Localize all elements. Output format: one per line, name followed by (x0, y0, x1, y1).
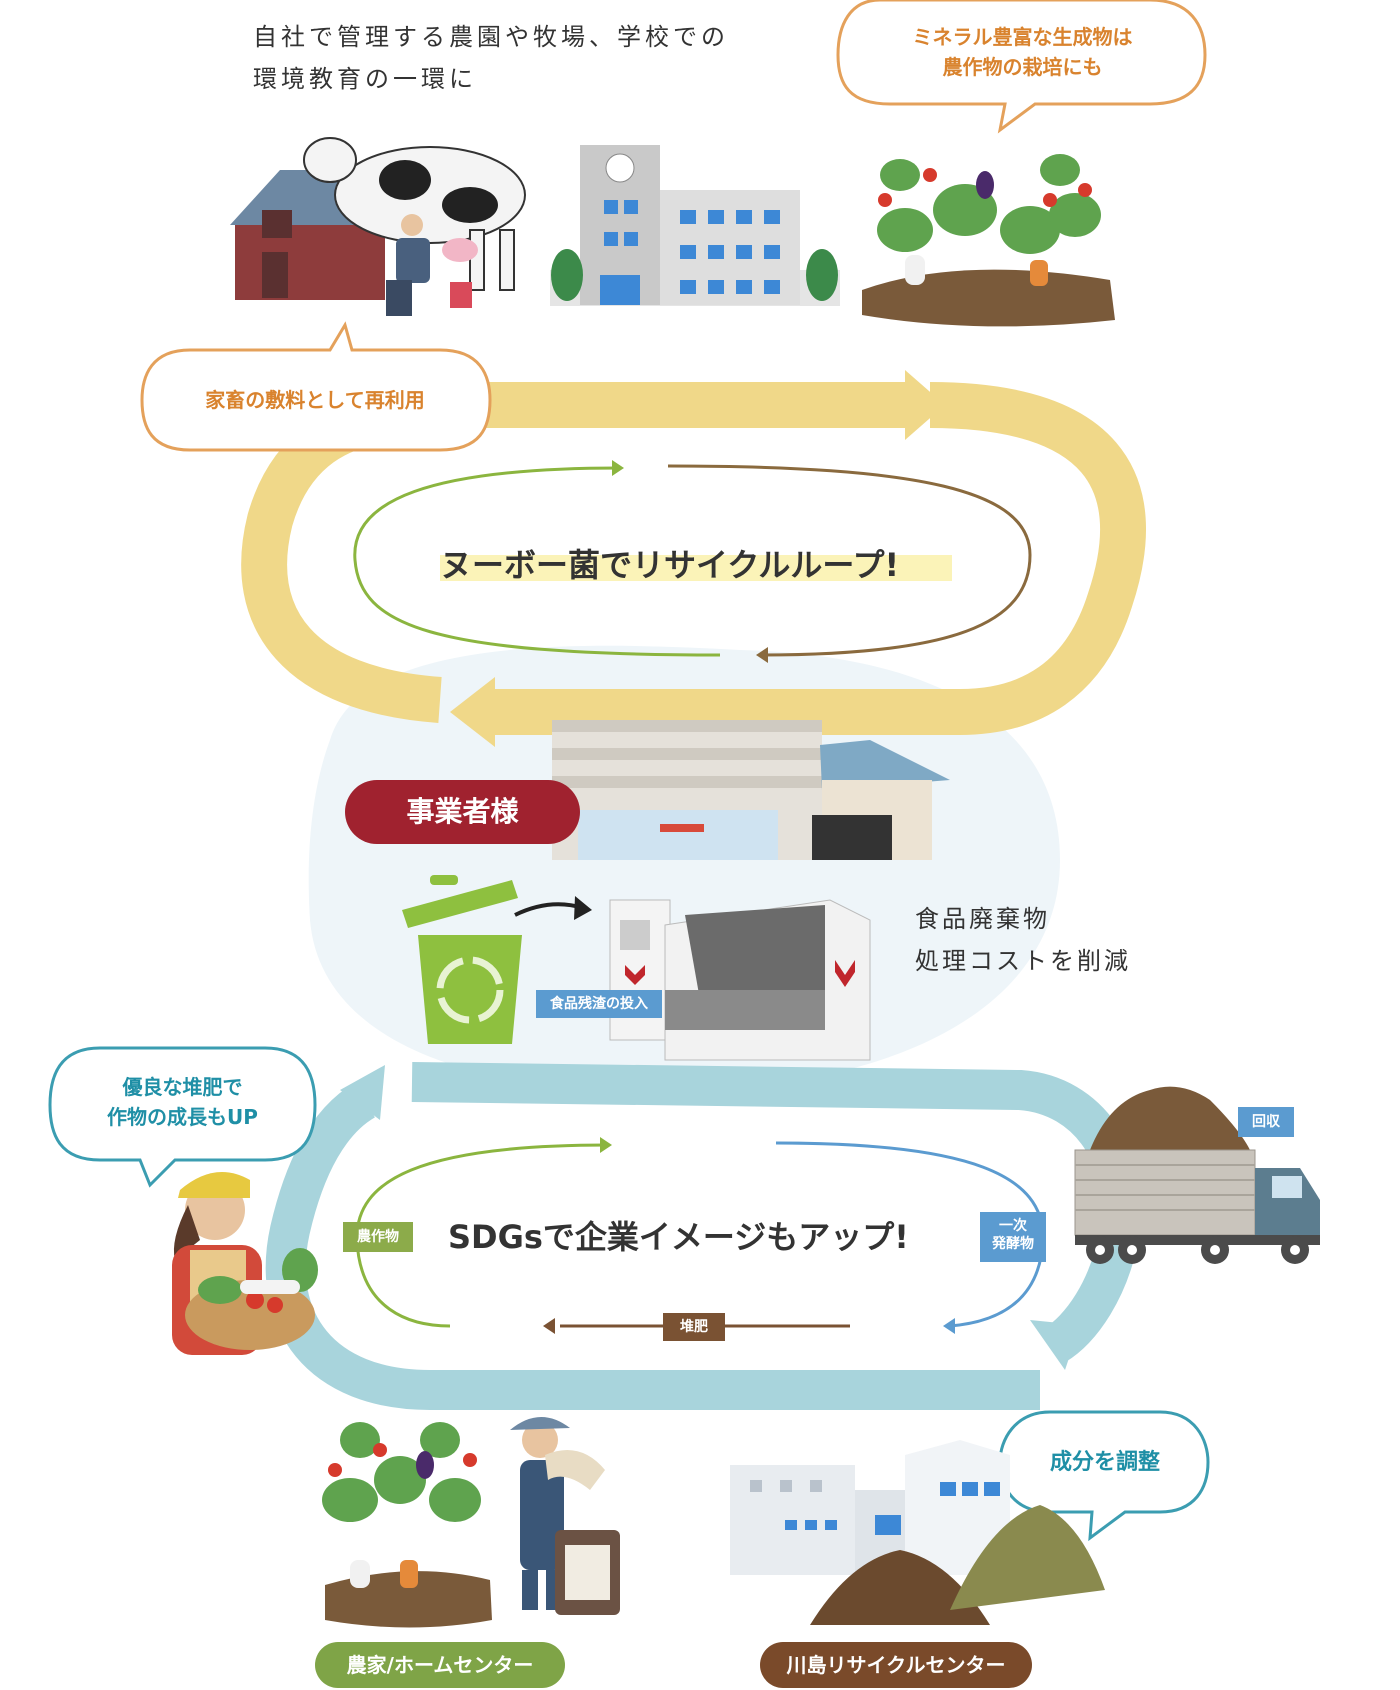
milking-farmer-illustration (386, 214, 472, 316)
bubble-compost-line1: 優良な堆肥で (122, 1075, 243, 1099)
bubble-adjust-shape (998, 1410, 1210, 1542)
processing-machine-illustration (609, 899, 871, 1061)
loop-top-highlight (440, 555, 952, 581)
tag-primary-line2: 発酵物 (992, 1236, 1034, 1252)
bubble-compost-shape (48, 1046, 317, 1188)
bubble-bedding-text: 家畜の敷料として再利用 (205, 388, 425, 412)
recycling-center-illustration (730, 1440, 1105, 1625)
top-caption: 自社で管理する農園や牧場、学校での 環境教育の一環に (253, 16, 729, 100)
factory-illustration (552, 720, 950, 860)
cow-illustration (303, 137, 526, 291)
bubble-mineral-line1: ミネラル豊富な生成物は (912, 25, 1133, 49)
compost-truck-illustration (1074, 1086, 1320, 1264)
bubble-mineral-text: ミネラル豊富な生成物は 農作物の栽培にも (845, 22, 1200, 82)
vegetable-garden-top (862, 154, 1115, 327)
tag-primary-ferment: 一次 発酵物 (980, 1212, 1046, 1262)
label-recycle-center: 川島リサイクルセンター (760, 1642, 1032, 1688)
label-farmers: 農家/ホームセンター (315, 1642, 565, 1688)
bubble-adjust-text: 成分を調整 (1049, 1450, 1160, 1475)
woman-farmer-illustration (172, 1172, 318, 1355)
inner-upper-loop (353, 460, 1032, 663)
bubble-bedding-shape (140, 321, 492, 452)
top-caption-line1: 自社で管理する農園や牧場、学校での (253, 23, 729, 51)
top-caption-line2: 環境教育の一環に (253, 65, 477, 93)
business-badge: 事業者様 (345, 780, 580, 844)
vegetable-garden-bottom (322, 1422, 492, 1628)
bubble-compost-line2: 作物の成長もUP (107, 1105, 258, 1129)
tag-compost: 堆肥 (663, 1313, 725, 1341)
food-waste-line2: 処理コストを削減 (915, 947, 1131, 975)
loop-bottom-title: SDGsで企業イメージもアップ! (448, 1218, 909, 1256)
loop-top-title: ヌーボー菌でリサイクルループ! (440, 546, 900, 584)
farmer-with-sack-illustration (510, 1416, 620, 1615)
food-waste-caption: 食品廃棄物 処理コストを削減 (915, 898, 1131, 982)
bubble-mineral-line2: 農作物の栽培にも (942, 55, 1103, 79)
trash-bin-illustration (402, 875, 522, 1044)
bubble-compost-text: 優良な堆肥で 作物の成長もUP (55, 1072, 310, 1132)
school-illustration (550, 145, 840, 306)
tag-crops: 農作物 (343, 1222, 413, 1252)
food-waste-line1: 食品廃棄物 (915, 905, 1050, 933)
tag-collect: 回収 (1238, 1107, 1294, 1137)
tag-primary-line1: 一次 (999, 1218, 1027, 1234)
tag-input: 食品残渣の投入 (536, 990, 662, 1018)
bubble-mineral-shape (836, 0, 1207, 134)
